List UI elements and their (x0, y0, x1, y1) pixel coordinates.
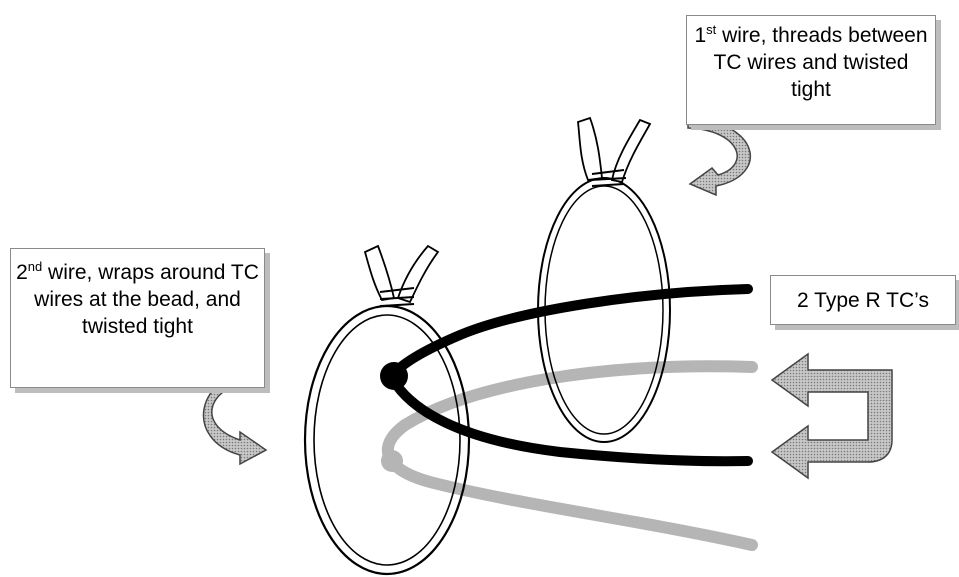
first-wire-suffix: st (706, 22, 717, 37)
first-wire-text: wire, threads between TC wires and twist… (713, 24, 928, 101)
first-wire-loop (537, 116, 671, 443)
tc-callout: 2 Type R TC’s (770, 275, 956, 325)
first-wire-callout: 1st wire, threads between TC wires and t… (686, 15, 936, 125)
second-wire-loop (303, 244, 471, 576)
second-wire-text: wire, wraps around TC wires at the bead,… (34, 261, 259, 338)
bead-icon (380, 362, 408, 390)
tc-label: 2 Type R TC’s (797, 289, 929, 312)
u-turn-arrow-icon (770, 352, 893, 480)
second-wire-suffix: nd (27, 259, 43, 274)
gray-bead (381, 450, 403, 472)
first-wire-ordinal: 1 (694, 24, 707, 47)
black-tc-wire-lower (387, 373, 753, 467)
second-wire-ordinal: 2 (16, 261, 28, 284)
curved-arrow-icon (687, 117, 752, 197)
second-wire-callout: 2nd wire, wraps around TC wires at the b… (10, 248, 265, 388)
black-tc-wire-upper (387, 284, 753, 381)
